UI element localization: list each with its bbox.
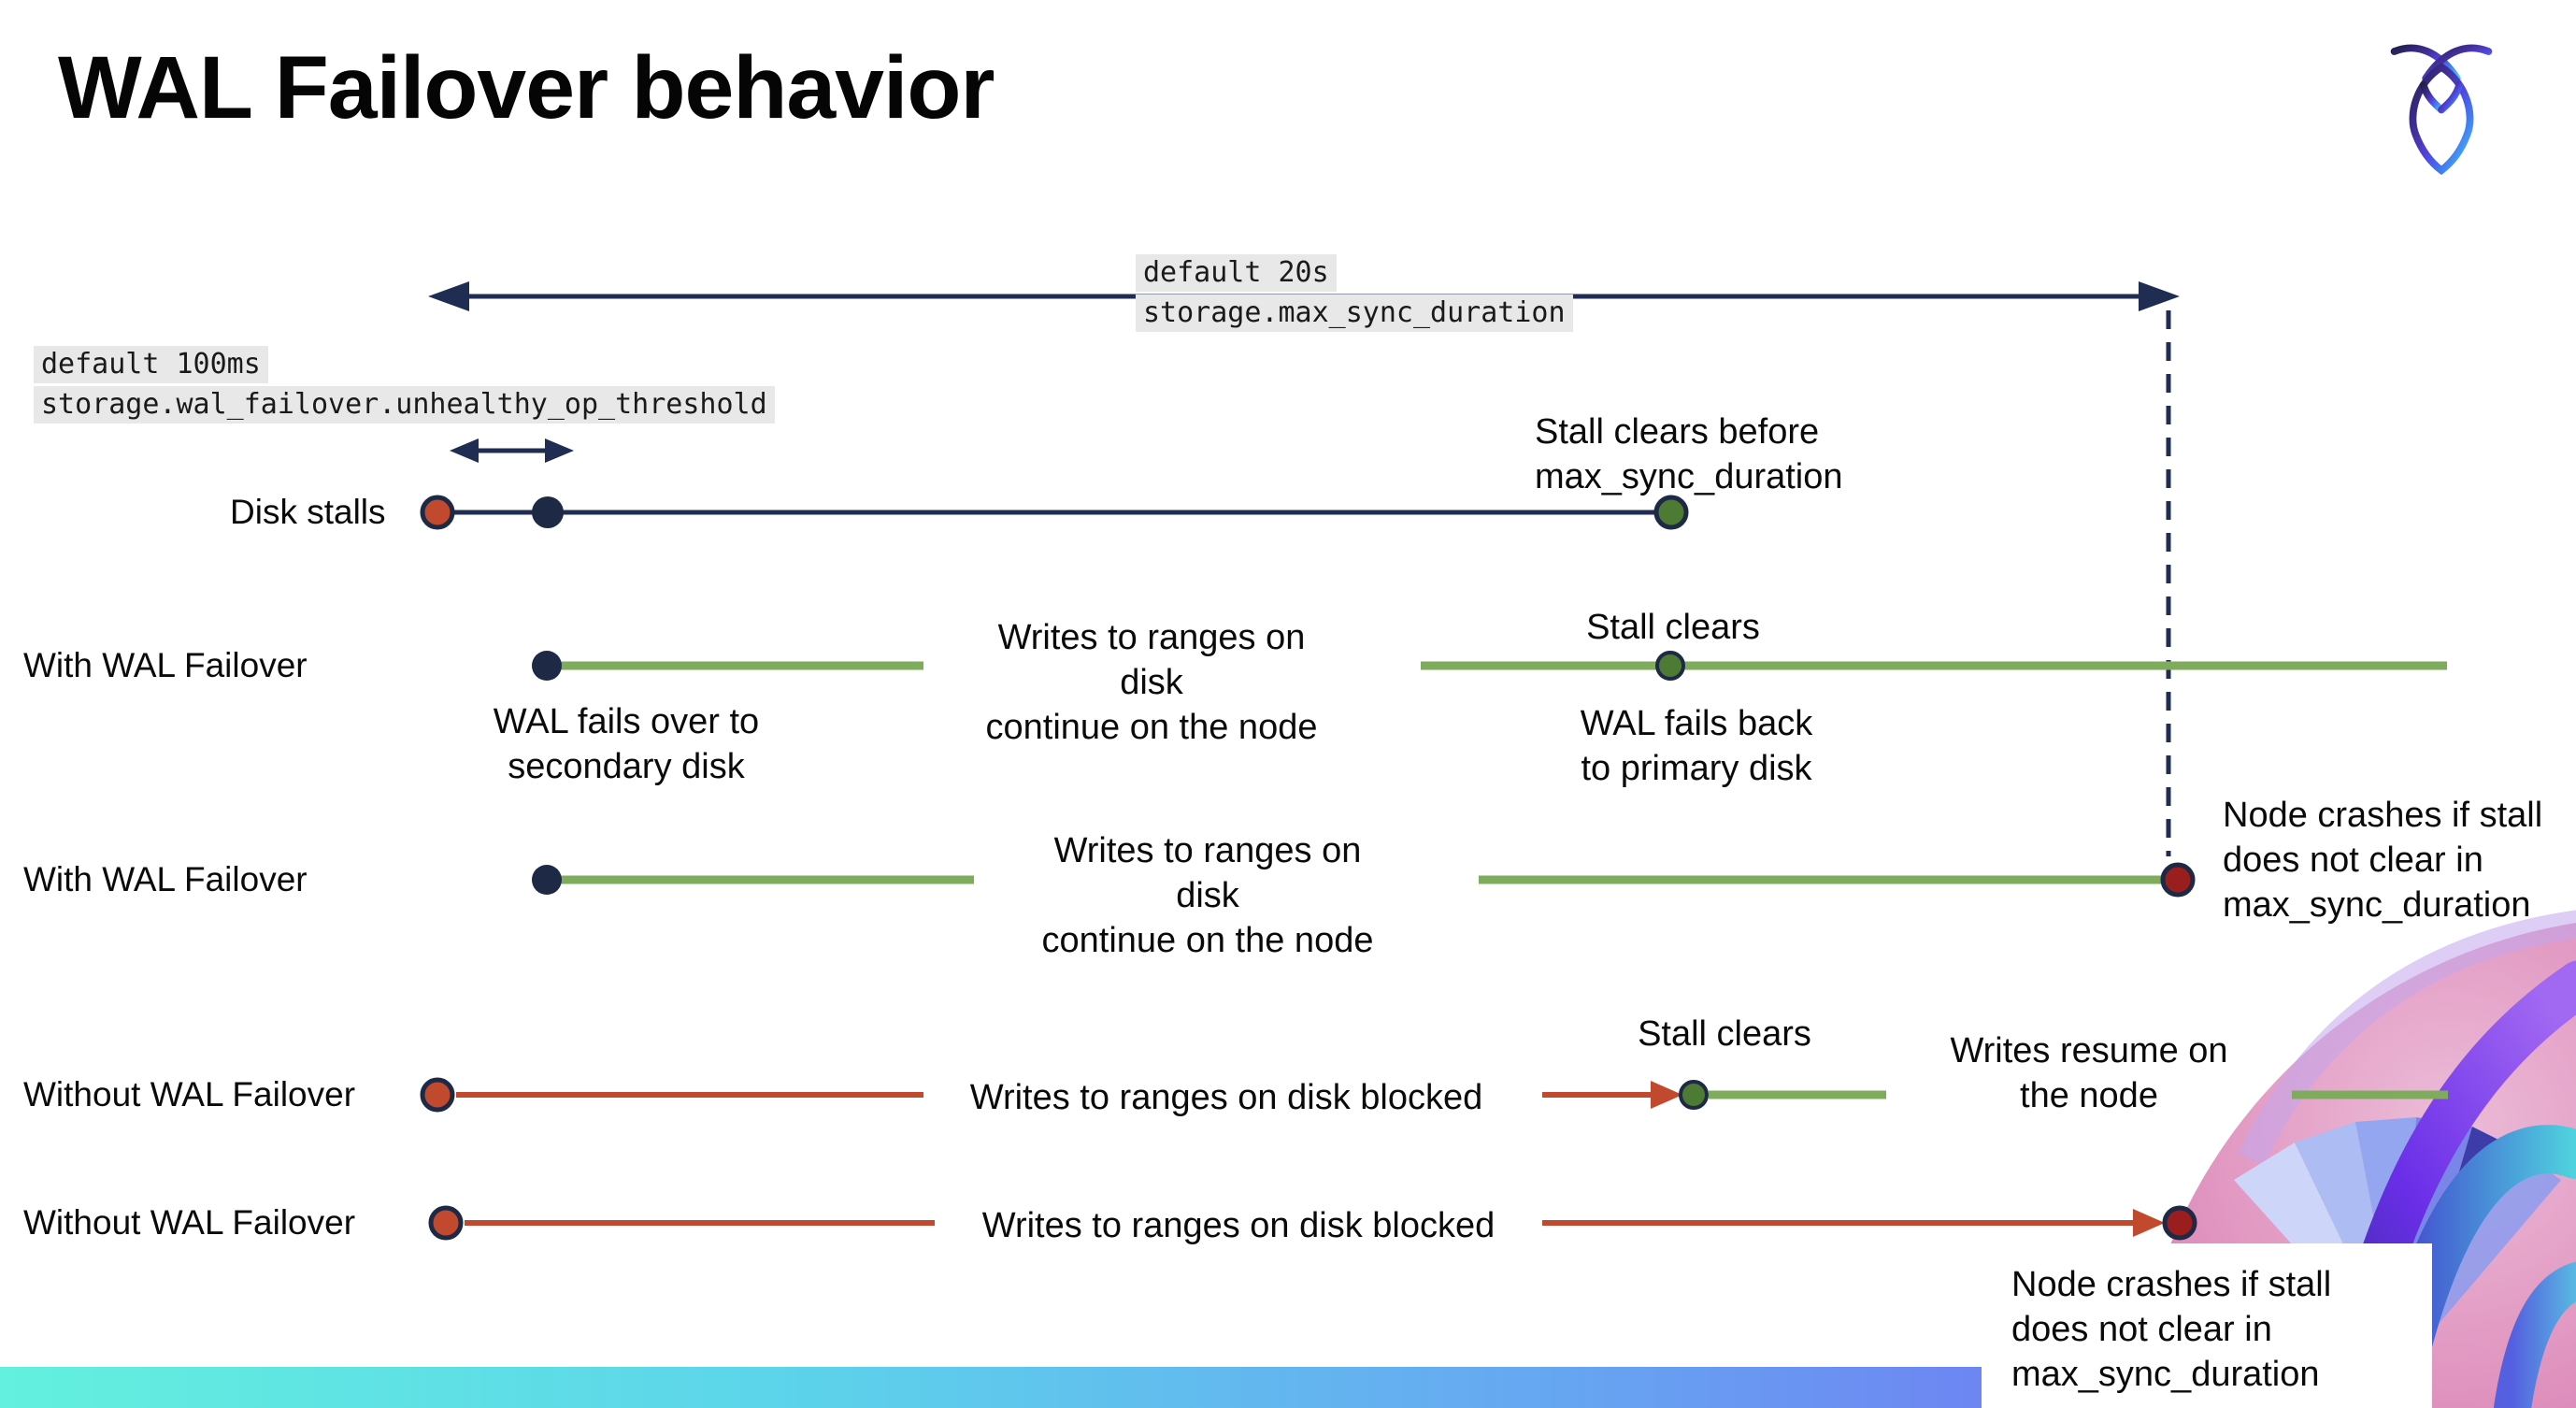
- stall-start-dot: [420, 495, 455, 530]
- timeline-row-no-failover-clears: [420, 1077, 2448, 1113]
- writes-blocked-note-2: Writes to ranges on disk blocked: [981, 1206, 1496, 1245]
- row-label-disk-stalls: Disk stalls: [230, 493, 386, 531]
- stall-clears-dot: [1655, 651, 1685, 681]
- wal-fails-over-note: WAL fails over to secondary disk: [493, 702, 760, 786]
- node-crashes-note: Node crashes if stall does not clear in …: [2011, 1265, 2332, 1394]
- cockroach-art-graphic: [2132, 910, 2576, 1408]
- node-crashes-note-1: Node crashes if stall does not clear in …: [2223, 796, 2543, 925]
- failover-dot: [532, 651, 562, 681]
- threshold-dot: [532, 496, 564, 528]
- stall-clears-note-2: Stall clears: [1638, 1014, 1811, 1054]
- row-label-without-wal-failover-1: Without WAL Failover: [23, 1075, 356, 1113]
- timeline-row-disk-stalls: [420, 495, 1689, 530]
- stall-start-dot: [428, 1205, 464, 1241]
- stall-clears-before-note: Stall clears before max_sync_duration: [1535, 412, 1843, 496]
- unhealthy-op-threshold-label: default 100ms storage.wal_failover.unhea…: [34, 346, 775, 424]
- failover-dot: [532, 865, 562, 895]
- stall-clears-dot: [1679, 1080, 1709, 1110]
- timeline-row-wal-failover-clears: [532, 651, 2447, 681]
- red-arrowhead: [1651, 1081, 1682, 1109]
- stall-start-dot: [420, 1077, 455, 1113]
- default-value-label: default 100ms: [34, 346, 268, 383]
- node-crash-dot: [2162, 1205, 2197, 1241]
- row-label-with-wal-failover-1: With WAL Failover: [23, 646, 308, 684]
- max-sync-duration-label: default 20s storage.max_sync_duration: [1136, 254, 1573, 332]
- cockroachdb-logo-icon: [2385, 37, 2497, 182]
- setting-name-label: storage.max_sync_duration: [1136, 295, 1573, 332]
- node-crash-dot: [2160, 862, 2196, 898]
- stall-clears-note-1: Stall clears: [1586, 608, 1760, 647]
- writes-continue-note-2: Writes to ranges on disk continue on the…: [1041, 831, 1374, 960]
- timeline-row-no-failover-crash: [428, 1205, 2197, 1241]
- stall-clears-dot: [1653, 495, 1689, 530]
- timeline-graphics: [420, 281, 2448, 1241]
- page-title: WAL Failover behavior: [58, 38, 995, 137]
- red-arrowhead: [2133, 1209, 2165, 1237]
- writes-resume-note: Writes resume on the node: [1950, 1031, 2228, 1115]
- writes-blocked-note-1: Writes to ranges on disk blocked: [969, 1078, 1483, 1117]
- timeline-row-wal-failover-crash: [532, 862, 2196, 898]
- setting-name-label: storage.wal_failover.unhealthy_op_thresh…: [34, 386, 775, 424]
- row-label-without-wal-failover-2: Without WAL Failover: [23, 1203, 356, 1242]
- default-value-label: default 20s: [1136, 254, 1337, 292]
- writes-continue-note-1: Writes to ranges on disk continue on the…: [985, 618, 1318, 747]
- row-label-with-wal-failover-2: With WAL Failover: [23, 860, 308, 898]
- unhealthy-op-threshold-arrow: [450, 438, 574, 463]
- wal-fails-back-note: WAL fails back to primary disk: [1580, 704, 1813, 788]
- node-crash-callout-box: Node crashes if stall does not clear in …: [1982, 1243, 2432, 1408]
